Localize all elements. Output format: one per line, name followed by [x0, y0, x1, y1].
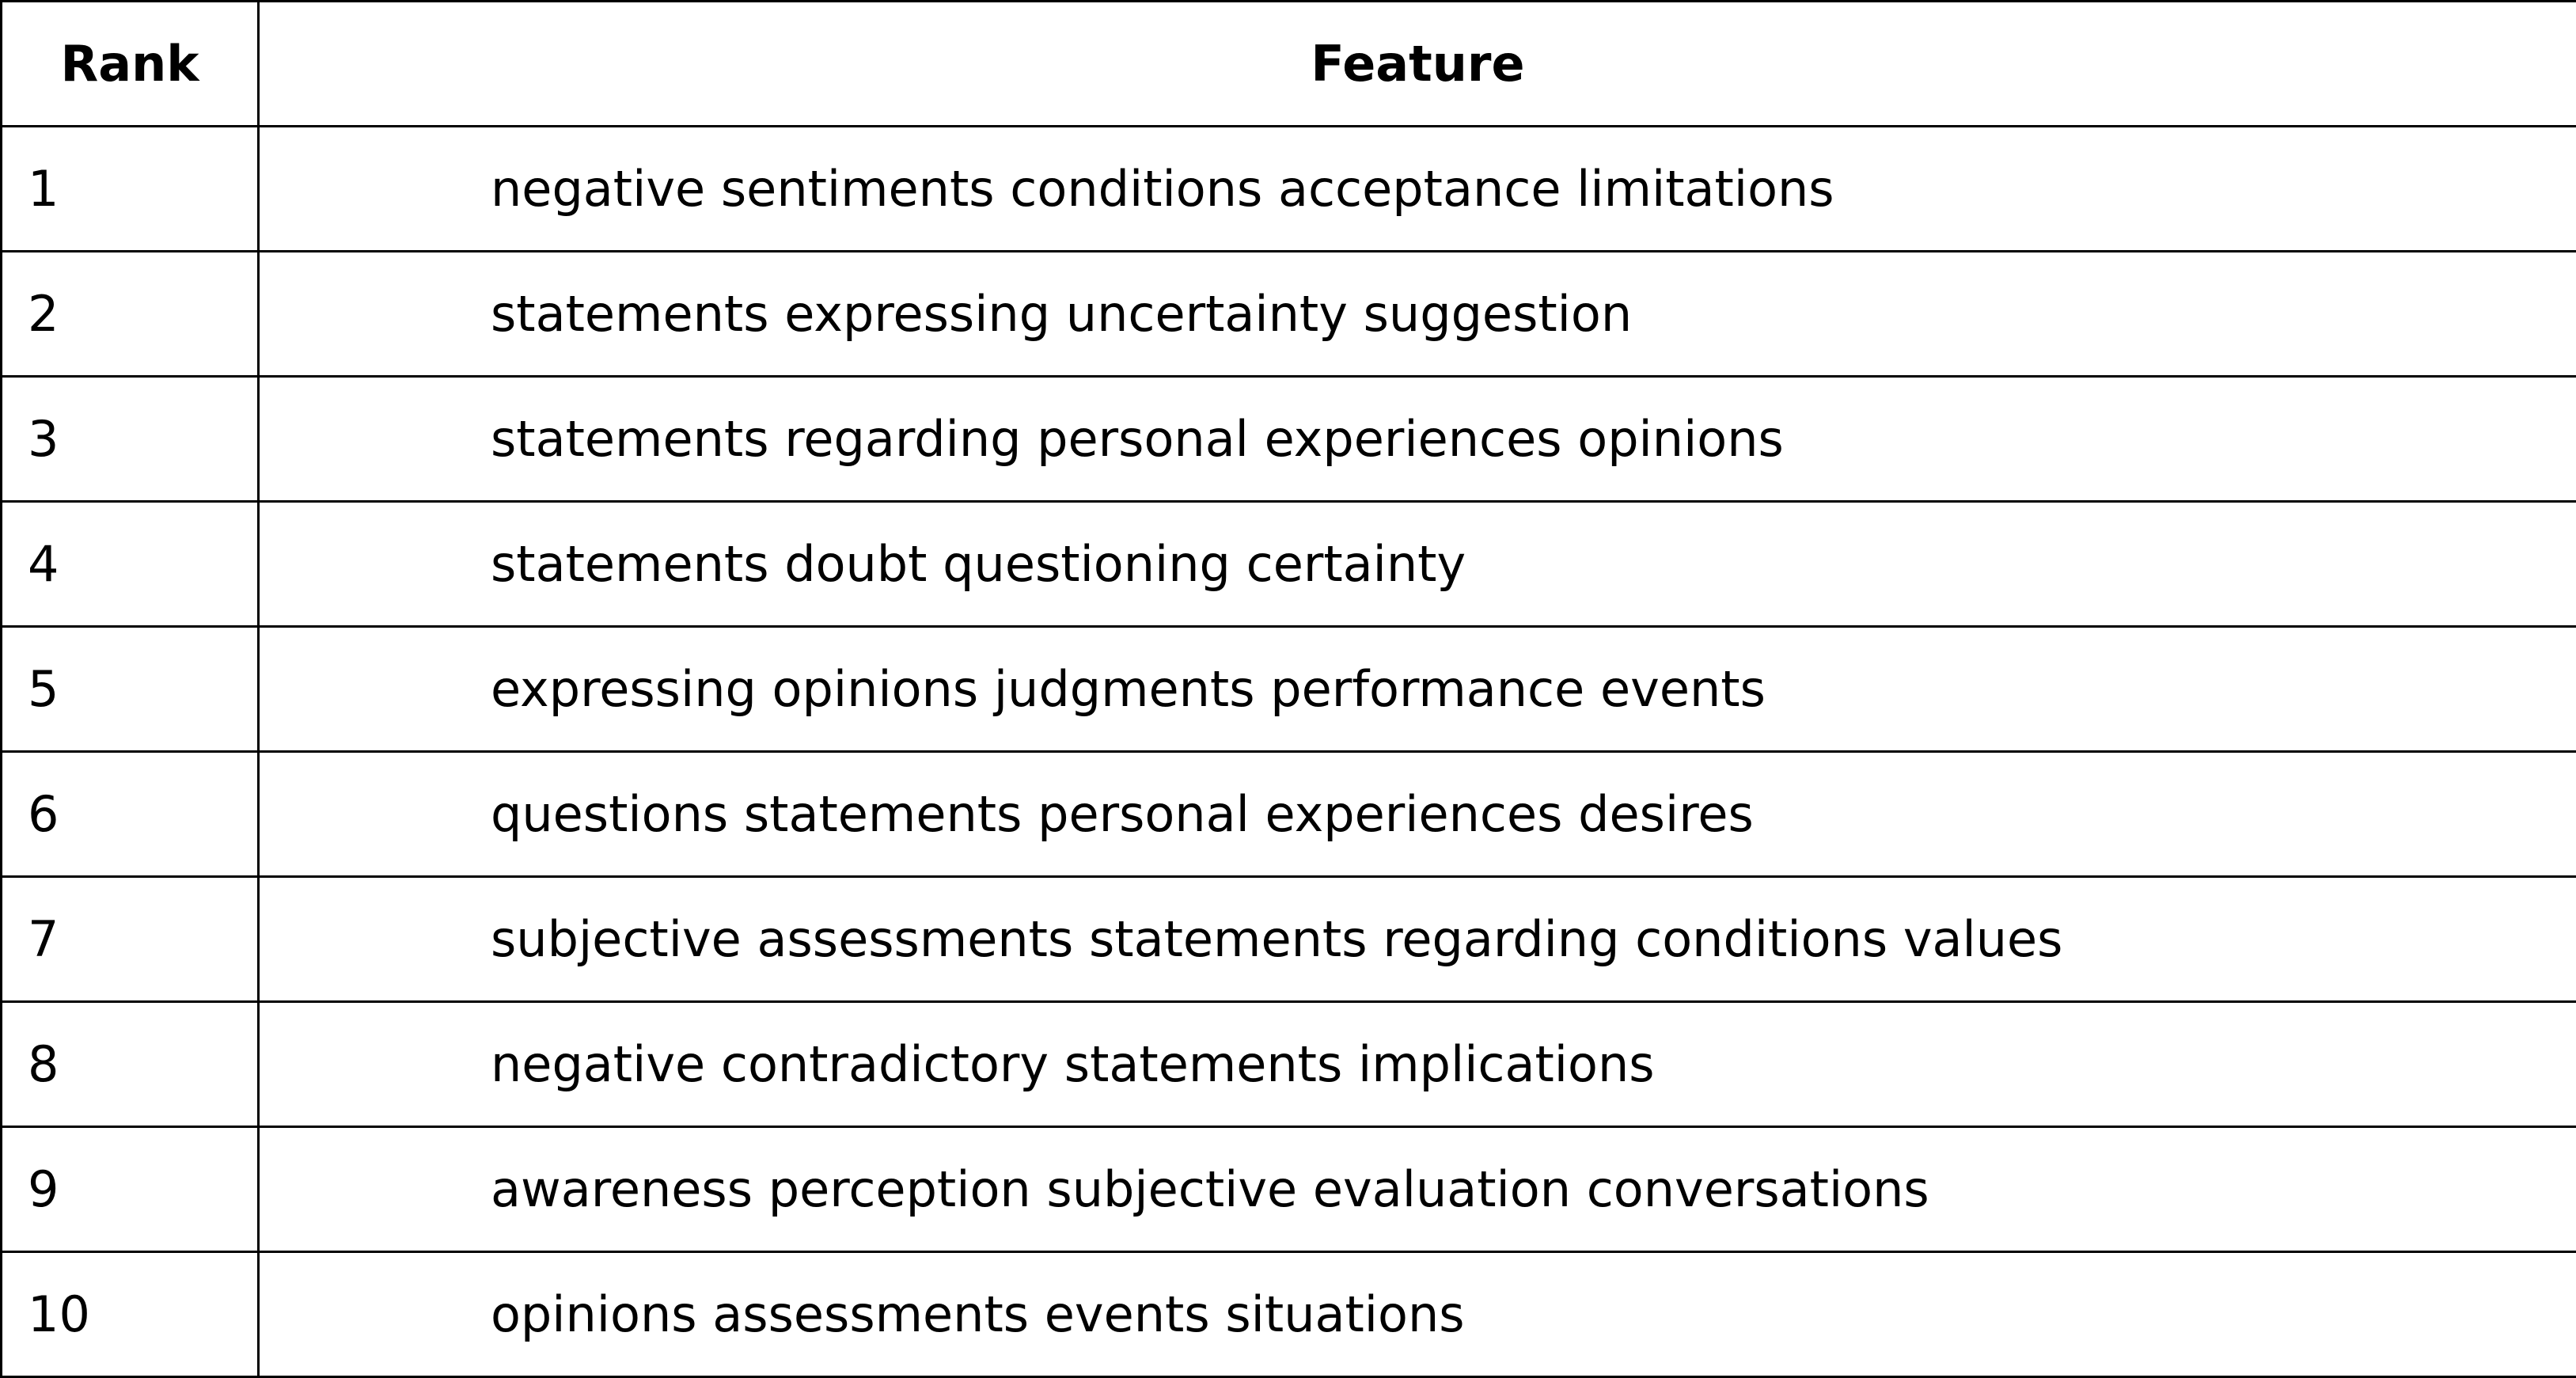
feature-cell: opinions assessments events situations	[259, 1252, 2576, 1377]
rank-cell: 6	[2, 752, 259, 877]
header-row: Rank Feature	[2, 2, 2576, 127]
table-row: 4 statements doubt questioning certainty	[2, 502, 2576, 627]
table-row: 3 statements regarding personal experien…	[2, 377, 2576, 502]
feature-cell: statements regarding personal experience…	[259, 377, 2576, 502]
table-row: 10 opinions assessments events situation…	[2, 1252, 2576, 1377]
rank-cell: 9	[2, 1127, 259, 1252]
feature-cell: negative contradictory statements implic…	[259, 1002, 2576, 1127]
feature-cell: statements doubt questioning certainty	[259, 502, 2576, 627]
feature-cell: negative sentiments conditions acceptanc…	[259, 127, 2576, 252]
rank-cell: 2	[2, 252, 259, 377]
rank-header: Rank	[2, 2, 259, 127]
rank-cell: 1	[2, 127, 259, 252]
feature-header: Feature	[259, 2, 2576, 127]
feature-cell: awareness perception subjective evaluati…	[259, 1127, 2576, 1252]
rank-cell: 10	[2, 1252, 259, 1377]
rank-cell: 5	[2, 627, 259, 752]
feature-cell: subjective assessments statements regard…	[259, 877, 2576, 1002]
table-row: 6 questions statements personal experien…	[2, 752, 2576, 877]
rank-cell: 3	[2, 377, 259, 502]
table-row: 1 negative sentiments conditions accepta…	[2, 127, 2576, 252]
rank-cell: 7	[2, 877, 259, 1002]
table-row: 2 statements expressing uncertainty sugg…	[2, 252, 2576, 377]
table-row: 8 negative contradictory statements impl…	[2, 1002, 2576, 1127]
table-row: 5 expressing opinions judgments performa…	[2, 627, 2576, 752]
table-row: 7 subjective assessments statements rega…	[2, 877, 2576, 1002]
table-row: 9 awareness perception subjective evalua…	[2, 1127, 2576, 1252]
feature-cell: statements expressing uncertainty sugges…	[259, 252, 2576, 377]
rank-cell: 8	[2, 1002, 259, 1127]
rank-cell: 4	[2, 502, 259, 627]
feature-cell: expressing opinions judgments performanc…	[259, 627, 2576, 752]
feature-cell: questions statements personal experience…	[259, 752, 2576, 877]
